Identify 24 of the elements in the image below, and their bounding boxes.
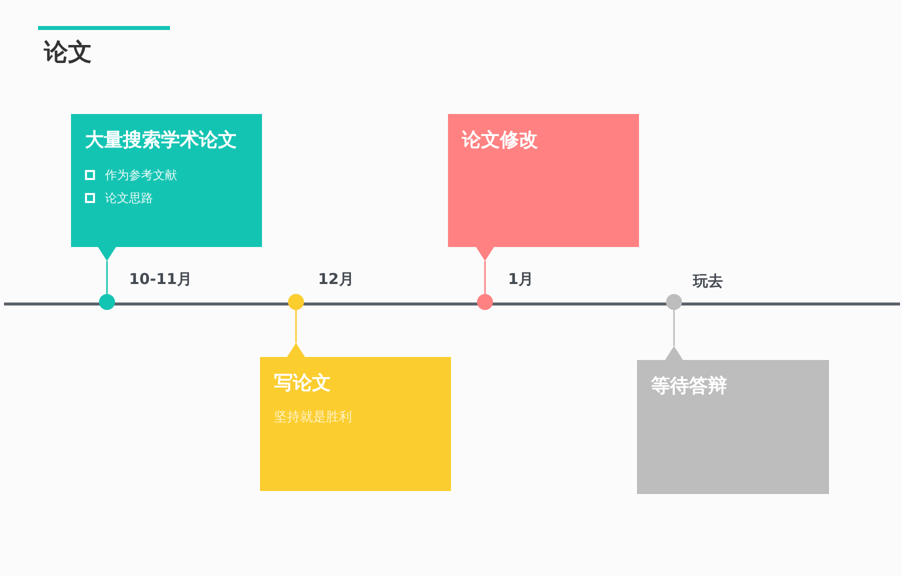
connector-line xyxy=(295,310,297,343)
callout-card xyxy=(637,346,829,494)
timeline-dot xyxy=(666,294,682,310)
timeline-dot xyxy=(99,294,115,310)
connector-line xyxy=(484,261,486,294)
bullet-text: 论文思路 xyxy=(105,190,153,205)
card-heading: 等待答辩 xyxy=(651,374,727,399)
card-heading: 写论文 xyxy=(274,371,331,396)
card-heading: 大量搜索学术论文 xyxy=(85,128,237,153)
card-heading: 论文修改 xyxy=(462,128,538,153)
callout-card xyxy=(71,114,262,261)
date-label: 12月 xyxy=(318,270,354,289)
date-label: 1月 xyxy=(508,270,534,289)
date-label: 玩去 xyxy=(693,272,723,291)
title: 论文 xyxy=(44,38,92,67)
timeline-dot xyxy=(288,294,304,310)
date-label: 10-11月 xyxy=(129,270,192,289)
card-subtitle: 坚持就是胜利 xyxy=(274,408,352,426)
callout-card xyxy=(448,114,639,261)
connector-line xyxy=(673,310,675,346)
connector-line xyxy=(106,261,108,294)
callout-card xyxy=(260,343,451,491)
bullet-text: 作为参考文献 xyxy=(105,168,177,182)
timeline-dot xyxy=(477,294,493,310)
